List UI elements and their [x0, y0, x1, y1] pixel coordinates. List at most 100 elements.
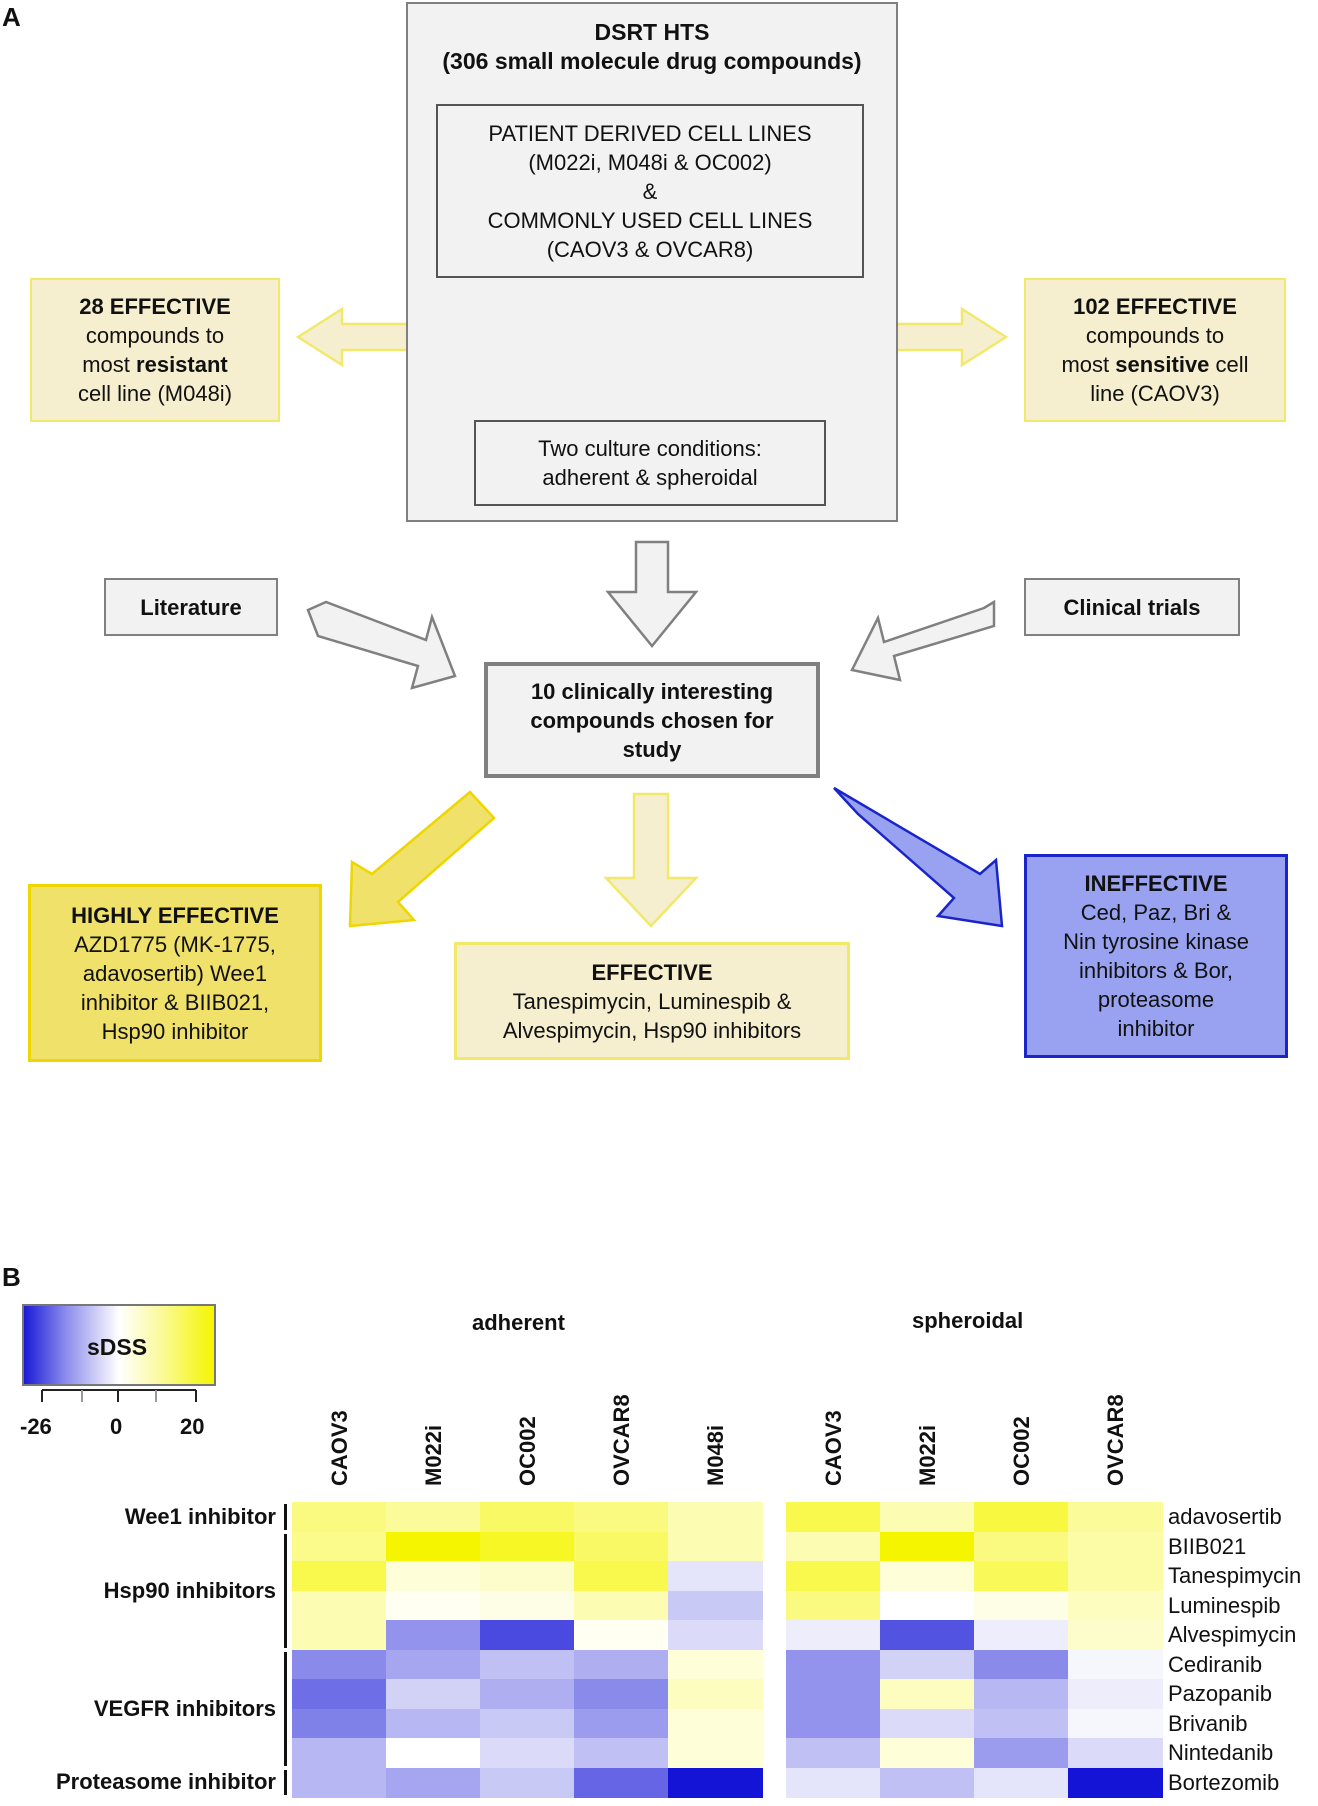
left-result-line-3-pre: most	[82, 352, 137, 377]
heatmap-adherent-column-label: M022i	[421, 1424, 446, 1486]
chosen-compounds-box: 10 clinically interesting compounds chos…	[484, 662, 820, 778]
heatmap-cell	[974, 1620, 1069, 1650]
chosen-line-1: 10 clinically interesting	[530, 678, 774, 704]
chosen-line-3: study	[622, 736, 682, 762]
heatmap-cell	[574, 1502, 669, 1532]
chosen-line-2: compounds chosen for	[530, 707, 774, 733]
heatmap-cell	[480, 1679, 575, 1709]
conditions-line-2: adherent & spheroidal	[542, 465, 758, 490]
heatmap-cell	[1068, 1561, 1163, 1591]
heatmap-cell	[480, 1649, 575, 1680]
clinical-trials-box: Clinical trials	[1024, 578, 1240, 636]
highly-effective-line-2: adavosertib) Wee1	[82, 960, 268, 986]
heatmap-cell	[1068, 1679, 1163, 1709]
heatmap-adherent-column-label: CAOV3	[327, 1410, 352, 1486]
heatmap-cell	[480, 1561, 575, 1591]
conditions-box: Two culture conditions: adherent & spher…	[474, 420, 826, 506]
right-result-line-3-pre: most	[1061, 352, 1116, 377]
screen-title: DSRT HTS	[594, 19, 710, 45]
ineffective-line-2: Nin tyrosine kinase	[1063, 929, 1249, 954]
heatmap-cell	[880, 1561, 975, 1591]
heatmap-cell	[974, 1738, 1069, 1768]
heatmap-cell	[292, 1679, 387, 1709]
heatmap-cell	[786, 1590, 881, 1621]
cell-lines-line-4: COMMONLY USED CELL LINES	[487, 207, 813, 233]
heatmap-cell	[974, 1708, 1069, 1739]
heatmap-cell	[292, 1590, 387, 1621]
heatmap-cell	[480, 1590, 575, 1621]
heatmap-cell	[574, 1649, 669, 1680]
right-result-line-3: most sensitive cell	[1061, 350, 1248, 379]
heatmap-row-label: Brivanib	[1168, 1710, 1248, 1736]
heatmap-cell	[386, 1531, 481, 1562]
highly-effective-line-4: Hsp90 inhibitor	[101, 1018, 249, 1044]
heatmap-group-bracket	[284, 1769, 287, 1795]
heatmap-cell	[292, 1767, 387, 1798]
heatmap-cell	[386, 1738, 481, 1768]
heatmap-cell	[292, 1649, 387, 1680]
panel-a-letter: A	[2, 2, 21, 32]
screen-subtitle: (306 small molecule drug compounds)	[442, 48, 862, 74]
heatmap-cell	[574, 1590, 669, 1621]
heatmap-cell	[292, 1561, 387, 1591]
heatmap-cell	[668, 1738, 763, 1768]
heatmap-cell	[386, 1649, 481, 1680]
left-result-line-2: compounds to	[85, 323, 225, 348]
heatmap-adherent-column-label: OC002	[515, 1416, 540, 1486]
heatmap-group-bracket	[284, 1504, 287, 1530]
left-result-box: 28 EFFECTIVE compounds to most resistant…	[30, 278, 280, 422]
spheroidal-title: spheroidal	[912, 1308, 1024, 1333]
heatmap-cell	[974, 1590, 1069, 1621]
heatmap-cell	[574, 1679, 669, 1709]
heatmap-cell	[574, 1561, 669, 1591]
heatmap-group-label: Hsp90 inhibitors	[103, 1577, 276, 1603]
heatmap-cell	[880, 1590, 975, 1621]
heatmap-cell	[786, 1531, 881, 1562]
heatmap-cell	[292, 1531, 387, 1562]
effective-line-1: Tanespimycin, Luminespib &	[512, 988, 792, 1014]
heatmap-row-label: Alvespimycin	[1168, 1622, 1297, 1647]
highly-effective-line-1: AZD1775 (MK-1775,	[74, 931, 276, 957]
right-result-line-2: compounds to	[1085, 323, 1225, 348]
heatmap-cell	[574, 1620, 669, 1650]
heatmap-cell	[668, 1679, 763, 1709]
heatmap-cell	[574, 1767, 669, 1798]
heatmap-cell	[668, 1767, 763, 1798]
heatmap-cell	[880, 1767, 975, 1798]
heatmap-cell	[292, 1708, 387, 1739]
effective-line-2: Alvespimycin, Hsp90 inhibitors	[502, 1017, 802, 1043]
effective-arrow	[603, 792, 699, 928]
highly-effective-arrow	[348, 790, 496, 928]
heatmap-cell	[480, 1767, 575, 1798]
heatmap-group-bracket	[284, 1651, 287, 1766]
color-legend	[22, 1304, 216, 1386]
heatmap-cell	[1068, 1708, 1163, 1739]
heatmap-cell	[480, 1738, 575, 1768]
clinical-trials-arrow	[850, 599, 996, 682]
ineffective-line-4: proteasome	[1097, 987, 1215, 1012]
highly-effective-head: HIGHLY EFFECTIVE	[71, 902, 279, 928]
cell-lines-line-3: &	[642, 178, 658, 204]
heatmap-cell	[668, 1531, 763, 1562]
heatmap-cell	[668, 1708, 763, 1739]
legend-tick-zero: 0	[110, 1414, 123, 1439]
heatmap-cell	[786, 1708, 881, 1739]
heatmap-cell	[574, 1531, 669, 1562]
conditions-line-1: Two culture conditions:	[538, 436, 762, 461]
heatmap-cell	[880, 1620, 975, 1650]
heatmap-cell	[480, 1620, 575, 1650]
cell-lines-box: PATIENT DERIVED CELL LINES (M022i, M048i…	[436, 104, 864, 278]
heatmap-cell	[974, 1531, 1069, 1562]
heatmap-cell	[974, 1561, 1069, 1591]
heatmap-cell	[668, 1590, 763, 1621]
heatmap-cell	[292, 1738, 387, 1768]
heatmap-cell	[668, 1649, 763, 1680]
cell-lines-line-1: PATIENT DERIVED CELL LINES	[488, 120, 812, 146]
ineffective-line-5: inhibitor	[1117, 1016, 1195, 1041]
heatmap-cell	[880, 1649, 975, 1680]
heatmap-cell	[386, 1561, 481, 1591]
heatmap-cell	[880, 1502, 975, 1532]
heatmap-spheroidal-column-label: OVCAR8	[1103, 1394, 1128, 1486]
heatmap-spheroidal-column-label: CAOV3	[821, 1410, 846, 1486]
heatmap-row-label: Bortezomib	[1168, 1769, 1280, 1795]
